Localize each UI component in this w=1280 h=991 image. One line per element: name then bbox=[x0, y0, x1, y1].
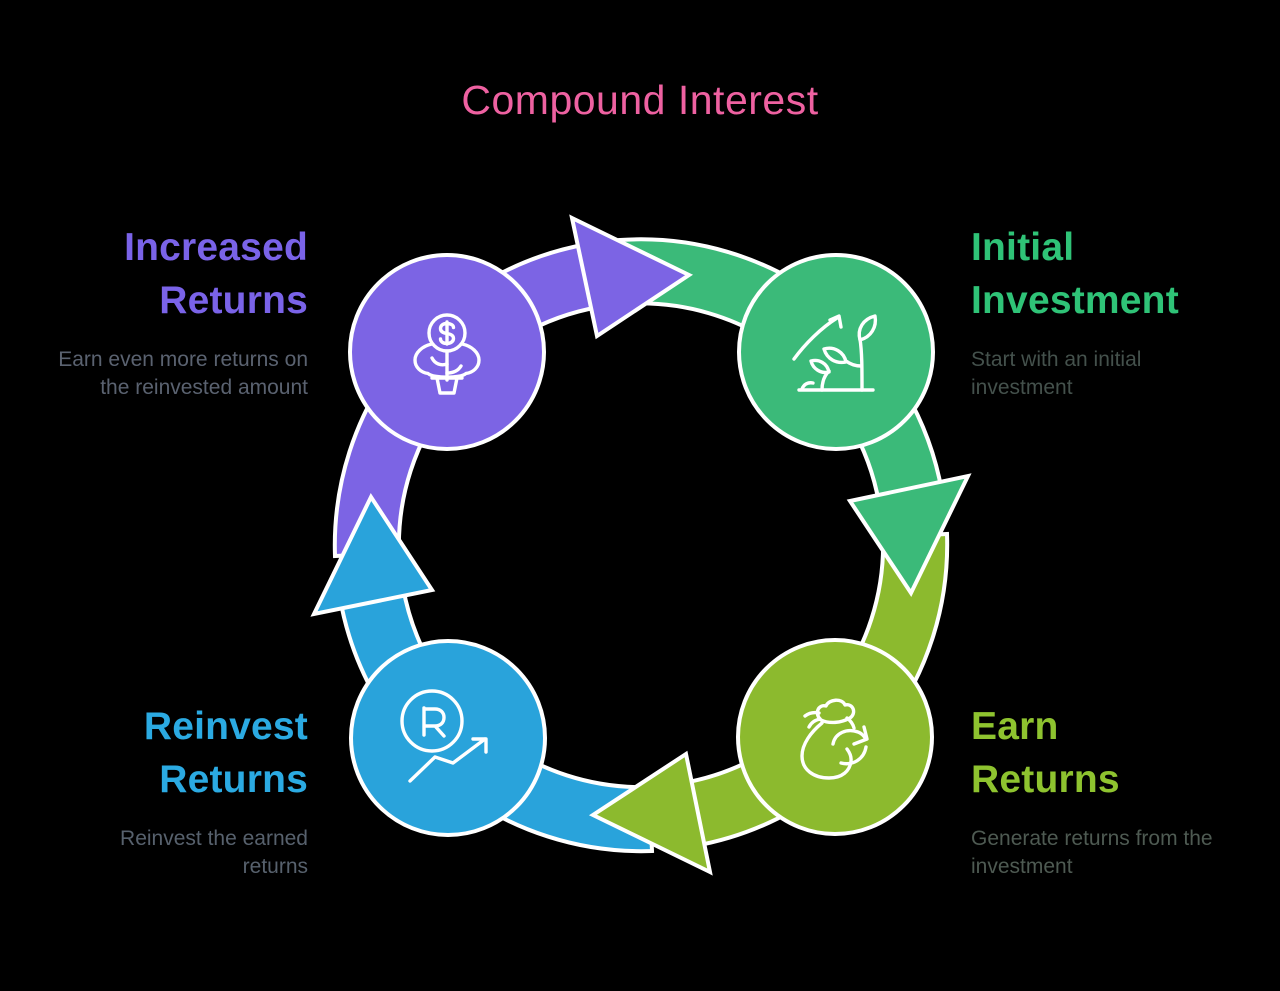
node-circle-initial-investment bbox=[737, 253, 935, 451]
node-heading-line: Reinvest bbox=[143, 705, 308, 748]
node-text-initial-investment: Initial Investment Start with an initial… bbox=[971, 221, 1263, 402]
node-text-increased-returns: Increased Returns Earn even more returns… bbox=[16, 221, 308, 402]
node-text-earn-returns: Earn Returns Generate returns from the i… bbox=[971, 700, 1263, 881]
node-description-line: Reinvest the earned bbox=[120, 827, 308, 850]
arrowhead-initial-investment bbox=[846, 473, 972, 598]
node-heading: Increased Returns bbox=[16, 221, 308, 327]
node-description-line: Start with an initial bbox=[971, 348, 1142, 371]
arrowhead-reinvest-returns bbox=[310, 492, 436, 617]
money-tree-icon bbox=[413, 313, 481, 395]
node-heading: Initial Investment bbox=[971, 221, 1263, 327]
node-description: Reinvest the earned returns bbox=[16, 825, 308, 881]
node-description-line: investment bbox=[971, 376, 1073, 399]
node-circle-reinvest-returns bbox=[349, 639, 547, 837]
arrowhead-increased-returns bbox=[569, 214, 694, 340]
node-description: Generate returns from the investment bbox=[971, 825, 1263, 881]
node-description: Start with an initial investment bbox=[971, 346, 1263, 402]
node-heading-line: Increased bbox=[124, 226, 308, 269]
node-heading: Reinvest Returns bbox=[16, 700, 308, 806]
node-heading: Earn Returns bbox=[971, 700, 1263, 806]
reinvest-coin-icon bbox=[400, 689, 488, 783]
node-heading-line: Initial bbox=[971, 226, 1075, 269]
node-heading-line: Returns bbox=[159, 758, 308, 801]
node-heading-line: Returns bbox=[971, 758, 1120, 801]
node-text-reinvest-returns: Reinvest Returns Reinvest the earned ret… bbox=[16, 700, 308, 881]
node-heading-line: Returns bbox=[159, 279, 308, 322]
node-description-line: returns bbox=[242, 855, 308, 878]
money-bag-icon bbox=[800, 698, 869, 780]
node-heading-line: Investment bbox=[971, 279, 1179, 322]
node-description: Earn even more returns on the reinvested… bbox=[16, 346, 308, 402]
sprout-growth-icon bbox=[792, 314, 878, 392]
node-description-line: Earn even more returns on bbox=[58, 348, 308, 371]
page-title: Compound Interest bbox=[461, 77, 819, 123]
node-description-line: the reinvested amount bbox=[100, 376, 308, 399]
arrowhead-earn-returns bbox=[588, 750, 713, 876]
node-heading-line: Earn bbox=[971, 705, 1059, 748]
node-description-line: Generate returns from the bbox=[971, 827, 1213, 850]
node-description-line: investment bbox=[971, 855, 1073, 878]
